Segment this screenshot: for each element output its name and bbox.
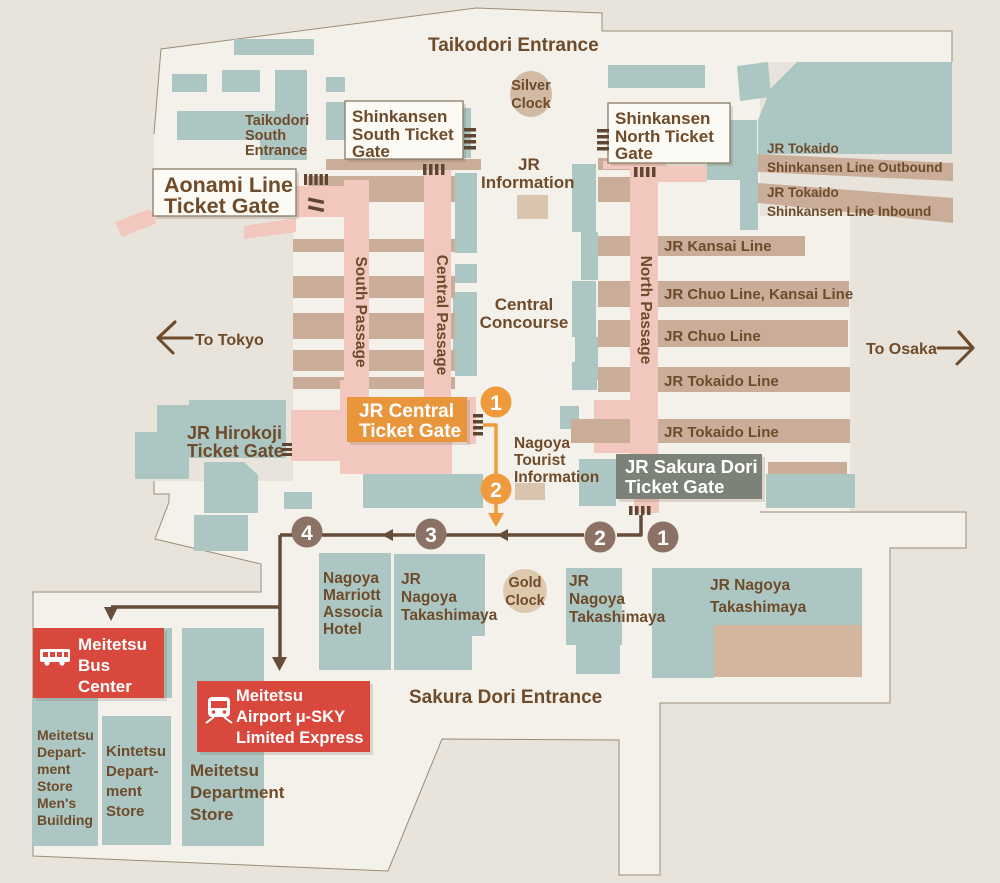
svg-text:Hotel: Hotel bbox=[323, 621, 362, 638]
svg-text:JR Kansai Line: JR Kansai Line bbox=[664, 238, 772, 255]
svg-text:Bus: Bus bbox=[78, 656, 110, 675]
svg-text:Meitetsu: Meitetsu bbox=[190, 761, 259, 780]
svg-text:JR Tokaido Line: JR Tokaido Line bbox=[664, 424, 779, 441]
svg-text:Taikodori: Taikodori bbox=[245, 113, 309, 129]
svg-text:Entrance: Entrance bbox=[245, 143, 307, 159]
svg-text:Meitetsu: Meitetsu bbox=[37, 727, 94, 743]
svg-text:JR Chuo Line, Kansai Line: JR Chuo Line, Kansai Line bbox=[664, 286, 853, 303]
svg-text:JR: JR bbox=[401, 571, 421, 588]
svg-text:Depart-: Depart- bbox=[106, 763, 159, 780]
svg-text:Ticket Gate: Ticket Gate bbox=[164, 194, 280, 218]
svg-text:JR Sakura Dori: JR Sakura Dori bbox=[625, 456, 758, 477]
svg-text:Department: Department bbox=[190, 783, 285, 802]
svg-text:Meitetsu: Meitetsu bbox=[78, 635, 147, 654]
svg-text:Central Passage: Central Passage bbox=[433, 255, 450, 376]
svg-text:JR: JR bbox=[569, 573, 589, 590]
svg-text:To Osaka: To Osaka bbox=[866, 341, 937, 358]
svg-text:Center: Center bbox=[78, 677, 132, 696]
svg-text:Gold: Gold bbox=[508, 575, 541, 591]
svg-text:Building: Building bbox=[37, 812, 93, 828]
svg-text:JR Chuo Line: JR Chuo Line bbox=[664, 328, 761, 345]
svg-text:Store: Store bbox=[106, 803, 144, 820]
svg-text:Information: Information bbox=[481, 173, 575, 192]
svg-text:Takashimaya: Takashimaya bbox=[401, 607, 498, 624]
svg-text:Store: Store bbox=[37, 778, 73, 794]
svg-text:1: 1 bbox=[657, 527, 669, 550]
svg-text:Sakura Dori Entrance: Sakura Dori Entrance bbox=[409, 687, 602, 708]
svg-text:North Ticket: North Ticket bbox=[615, 127, 714, 146]
svg-text:Depart-: Depart- bbox=[37, 744, 86, 760]
svg-text:Ticket Gate: Ticket Gate bbox=[187, 441, 284, 461]
svg-text:Limited Express: Limited Express bbox=[236, 729, 363, 747]
svg-text:Shinkansen: Shinkansen bbox=[352, 107, 447, 126]
svg-text:Nagoya: Nagoya bbox=[323, 570, 379, 587]
svg-text:2: 2 bbox=[594, 527, 606, 550]
svg-text:South Passage: South Passage bbox=[352, 256, 369, 367]
svg-text:2: 2 bbox=[490, 479, 502, 502]
svg-text:Nagoya: Nagoya bbox=[401, 589, 457, 606]
svg-text:Information: Information bbox=[514, 469, 599, 486]
svg-text:Central: Central bbox=[495, 295, 554, 314]
svg-text:Shinkansen Line Inbound: Shinkansen Line Inbound bbox=[767, 204, 931, 219]
svg-text:North Passage: North Passage bbox=[637, 256, 654, 365]
svg-text:Clock: Clock bbox=[505, 593, 545, 609]
svg-text:Associa: Associa bbox=[323, 604, 383, 621]
svg-text:Aonami Line: Aonami Line bbox=[164, 173, 293, 197]
svg-text:3: 3 bbox=[425, 524, 437, 547]
svg-text:Ticket Gate: Ticket Gate bbox=[359, 421, 461, 442]
svg-text:Store: Store bbox=[190, 805, 233, 824]
svg-text:ment: ment bbox=[37, 761, 71, 777]
svg-text:Gate: Gate bbox=[615, 144, 653, 163]
svg-text:Takashimaya: Takashimaya bbox=[569, 609, 666, 626]
svg-text:Meitetsu: Meitetsu bbox=[236, 687, 303, 705]
svg-text:Concourse: Concourse bbox=[480, 313, 569, 332]
svg-text:JR Central: JR Central bbox=[359, 401, 454, 422]
svg-text:Nagoya: Nagoya bbox=[569, 591, 625, 608]
svg-text:Takashimaya: Takashimaya bbox=[710, 599, 807, 616]
svg-text:JR Nagoya: JR Nagoya bbox=[710, 577, 790, 594]
svg-text:JR: JR bbox=[518, 155, 540, 174]
svg-text:Airport μ-SKY: Airport μ-SKY bbox=[236, 708, 345, 726]
svg-text:ment: ment bbox=[106, 783, 142, 800]
svg-text:Taikodori Entrance: Taikodori Entrance bbox=[428, 35, 599, 56]
svg-text:4: 4 bbox=[301, 522, 313, 545]
svg-text:Ticket Gate: Ticket Gate bbox=[625, 476, 724, 497]
svg-text:To Tokyo: To Tokyo bbox=[195, 332, 264, 349]
svg-text:Shinkansen: Shinkansen bbox=[615, 109, 710, 128]
svg-text:JR Tokaido: JR Tokaido bbox=[767, 141, 839, 156]
svg-text:Nagoya: Nagoya bbox=[514, 435, 570, 452]
svg-text:South: South bbox=[245, 128, 286, 144]
svg-text:Marriott: Marriott bbox=[323, 587, 381, 604]
svg-text:South Ticket: South Ticket bbox=[352, 125, 454, 144]
svg-text:Gate: Gate bbox=[352, 142, 390, 161]
svg-text:Clock: Clock bbox=[511, 96, 551, 112]
svg-text:Men's: Men's bbox=[37, 795, 76, 811]
svg-text:JR Tokaido Line: JR Tokaido Line bbox=[664, 373, 779, 390]
svg-text:Tourist: Tourist bbox=[514, 452, 565, 469]
svg-text:Shinkansen Line Outbound: Shinkansen Line Outbound bbox=[767, 160, 943, 175]
svg-text:Kintetsu: Kintetsu bbox=[106, 743, 166, 760]
svg-text:JR Tokaido: JR Tokaido bbox=[767, 185, 839, 200]
svg-text:1: 1 bbox=[490, 392, 502, 415]
svg-text:JR Hirokoji: JR Hirokoji bbox=[187, 423, 282, 443]
svg-text:Silver: Silver bbox=[511, 78, 551, 94]
